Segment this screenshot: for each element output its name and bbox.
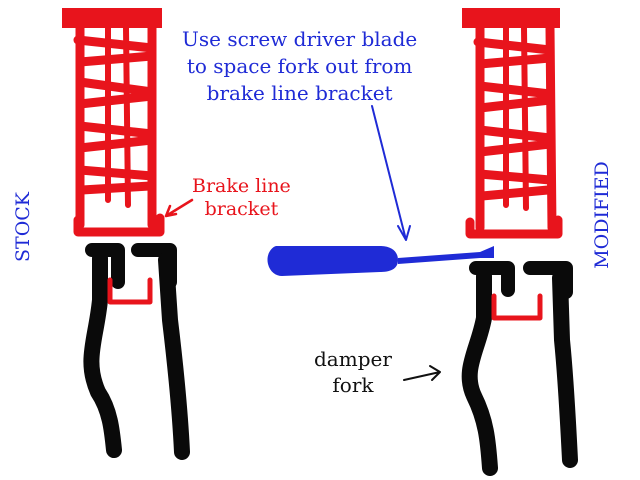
bracket-pointer-arrow [164,198,194,218]
screwdriver-pointer-arrow [371,105,411,241]
modified-label: MODIFIED [590,161,613,269]
modified-spring-inner [503,25,529,211]
damper-fork-label: damper fork [314,346,392,398]
stock-spring [62,8,165,237]
brake-line-bracket-line-1: Brake line [192,175,291,197]
modified-spring-top-cap [462,8,560,28]
screwdriver [267,246,494,276]
damper-fork-line-1: damper [314,347,392,371]
stock-spring-top-cap [62,8,162,28]
screwdriver-instruction-label: Use screw driver blade to space fork out… [182,26,417,107]
stock-spring-coils [73,35,157,195]
stock-spring-inner [105,25,131,208]
damper-fork-line-2: fork [332,373,374,397]
screwdriver-blade [398,246,494,264]
stock-brake-bracket [107,277,153,305]
stock-spring-base [73,213,165,237]
modified-spring-coils [473,37,555,201]
screwdriver-instruction-line-2: to space fork out from [186,54,413,78]
modified-spring-base [465,215,563,239]
fork-pointer-arrow [403,365,441,381]
stock-label: STOCK [12,192,34,262]
modified-brake-bracket [491,293,543,321]
stock-fork [83,243,190,460]
modified-fork [461,261,578,476]
brake-line-bracket-line-2: bracket [204,198,279,220]
screwdriver-handle [267,246,398,276]
screwdriver-instruction-line-3: brake line bracket [206,81,393,105]
brake-line-bracket-label: Brake line bracket [192,175,291,221]
modified-spring [462,8,563,239]
screwdriver-instruction-line-1: Use screw driver blade [182,27,418,51]
